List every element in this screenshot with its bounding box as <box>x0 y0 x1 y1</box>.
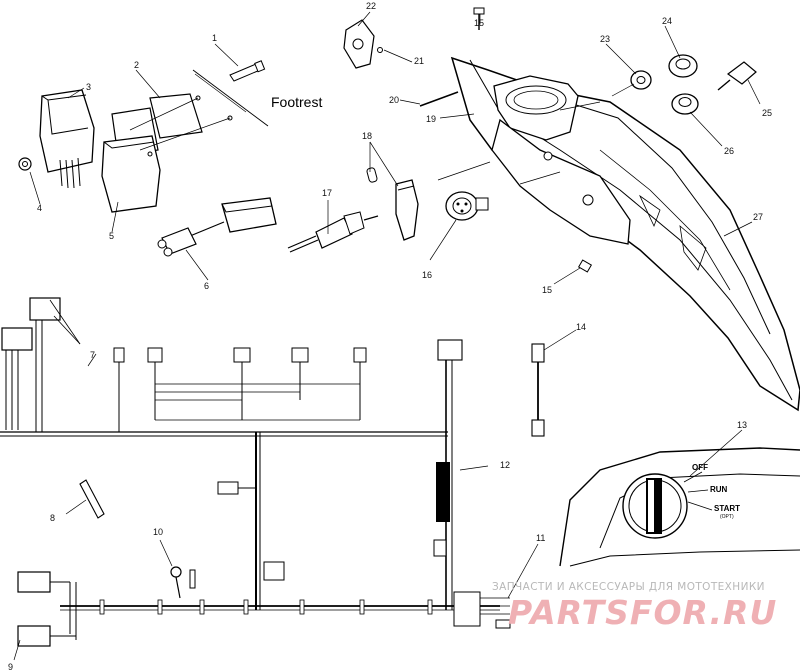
part-18-kill-switch <box>366 167 419 241</box>
callout-6: 6 <box>204 281 209 291</box>
callout-23: 23 <box>600 34 610 44</box>
callout-9: 9 <box>8 662 13 672</box>
callout-15-bottom: 15 <box>542 285 552 295</box>
wiring-harness <box>0 297 545 647</box>
callout-11: 11 <box>536 533 545 543</box>
callout-16: 16 <box>422 270 432 280</box>
part-1-bolt <box>192 60 269 127</box>
leader-lines <box>13 11 761 661</box>
callout-15-top: 15 <box>474 18 484 28</box>
callout-24: 24 <box>662 16 672 26</box>
part-2-5-plates <box>101 93 233 213</box>
part-24-nut <box>668 54 698 78</box>
switch-panel-inset <box>559 447 800 567</box>
part-25-key <box>717 61 757 91</box>
callout-3: 3 <box>86 82 91 92</box>
callout-27: 27 <box>753 212 763 222</box>
switch-off-label: OFF <box>692 463 708 472</box>
switch-run-label: RUN <box>710 485 728 494</box>
callout-4: 4 <box>37 203 42 213</box>
callout-12: 12 <box>500 460 510 470</box>
part-3-ecu <box>18 89 95 189</box>
callout-8: 8 <box>50 513 55 523</box>
footrest-label: Footrest <box>271 94 322 110</box>
part-22-bracket <box>343 19 383 69</box>
callout-13: 13 <box>737 420 747 430</box>
callout-5: 5 <box>109 231 114 241</box>
callout-19: 19 <box>426 114 436 124</box>
part-17-sensor <box>287 211 379 253</box>
part-23-washer <box>630 70 652 90</box>
watermark-tagline: ЗАПЧАСТИ И АКСЕССУАРЫ ДЛЯ МОТОТЕХНИКИ <box>492 581 765 593</box>
callout-1: 1 <box>212 33 217 43</box>
callout-7: 7 <box>90 350 95 360</box>
callout-10: 10 <box>153 527 163 537</box>
part-27-handlebar-pod <box>450 56 800 412</box>
part-26-nut <box>671 93 699 115</box>
callout-17: 17 <box>322 188 332 198</box>
callout-26: 26 <box>724 146 734 156</box>
callout-14: 14 <box>576 322 586 332</box>
switch-start-opt-label: (OPT) <box>720 514 734 520</box>
callout-2: 2 <box>134 60 139 70</box>
callout-22: 22 <box>366 1 376 11</box>
switch-start-label: START <box>714 504 740 513</box>
watermark-logo: PARTSFOR.RU <box>508 593 777 632</box>
part-16-ignition-switch <box>445 191 489 221</box>
callout-18: 18 <box>362 131 372 141</box>
callout-20: 20 <box>389 95 399 105</box>
part-6-connector <box>157 197 277 257</box>
callout-numbers: 1 2 3 4 5 6 7 8 9 10 11 12 13 14 15 15 1… <box>8 1 772 672</box>
callout-21: 21 <box>414 56 424 66</box>
callout-25: 25 <box>762 108 772 118</box>
